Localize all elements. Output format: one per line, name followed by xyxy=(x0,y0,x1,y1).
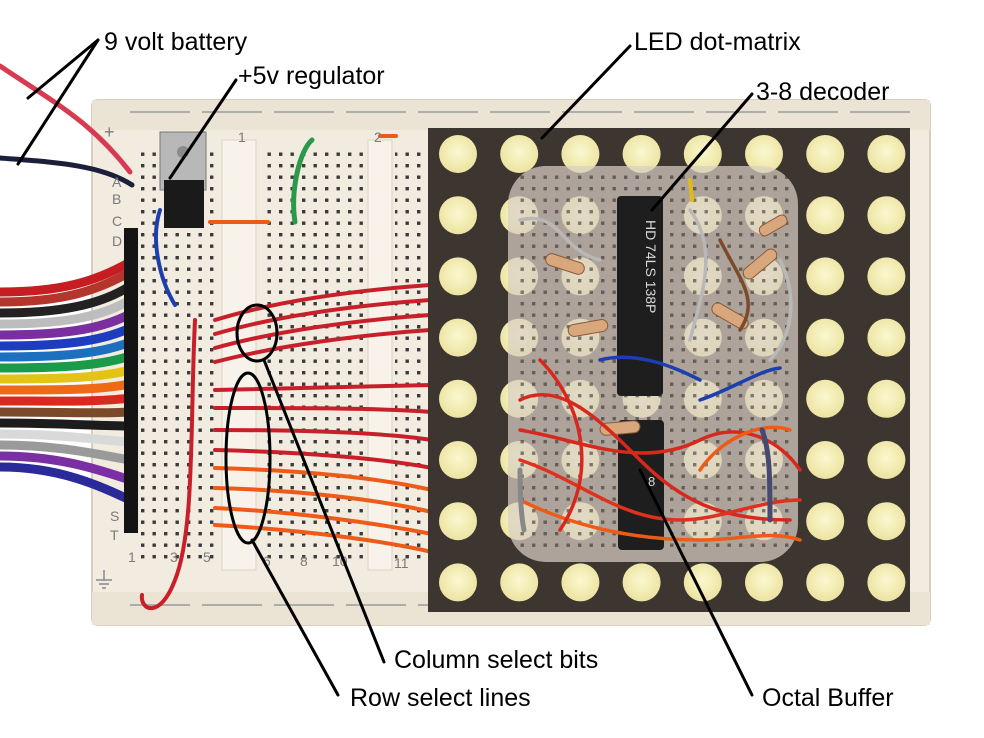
matrix-label: LED dot-matrix xyxy=(634,28,801,56)
row-letter-c: C xyxy=(112,213,122,229)
led-dot xyxy=(439,379,477,418)
annotation-lines xyxy=(16,38,754,697)
led-dot xyxy=(806,502,845,541)
header-pins xyxy=(124,228,138,533)
decoder-leader xyxy=(650,92,754,212)
col-number-bottom-8: 8 xyxy=(300,553,308,569)
led-dot xyxy=(867,196,906,235)
battery-leader-2 xyxy=(16,38,100,166)
led-dot xyxy=(867,257,906,296)
battery-leader-1 xyxy=(26,38,100,100)
matrix-leader xyxy=(540,44,632,140)
col-number-bottom-11: 11 xyxy=(394,555,409,571)
row-letter-b: B xyxy=(112,191,121,207)
octal-buffer-chip: 8 xyxy=(618,420,664,550)
row-letter-s: S xyxy=(110,508,119,524)
row-select-wires xyxy=(213,383,434,554)
regulator-leader xyxy=(168,78,238,180)
led-dot xyxy=(806,196,845,235)
row-letter-a: A xyxy=(112,174,122,190)
jumper-wires xyxy=(139,134,398,611)
led-dot xyxy=(439,441,477,479)
decoder-chip: HD 74LS 138P xyxy=(617,196,663,396)
led-dot xyxy=(500,563,539,602)
led-dot xyxy=(439,135,477,173)
led-dot xyxy=(439,196,477,235)
led-dot xyxy=(561,135,600,173)
led-dot xyxy=(806,135,845,173)
led-dot xyxy=(439,563,477,602)
row-lines-leader xyxy=(250,538,340,697)
led-dot xyxy=(806,257,845,296)
led-dot xyxy=(439,257,477,296)
led-dot xyxy=(867,563,906,602)
col-number-top-1: 1 xyxy=(238,129,246,145)
col-number-bottom-5: 5 xyxy=(203,549,211,565)
column-bits-circle xyxy=(235,303,279,363)
col-number-top-2: 2 xyxy=(374,129,382,145)
battery-label: 9 volt battery xyxy=(104,28,248,56)
voltage-regulator xyxy=(159,131,207,228)
led-dot xyxy=(745,135,783,173)
led-dot xyxy=(683,563,722,602)
ribbon-cable xyxy=(0,257,135,505)
led-dot xyxy=(439,318,477,357)
battery-wires xyxy=(0,63,135,188)
led-dot xyxy=(806,318,845,357)
led-dot xyxy=(439,502,477,541)
led-dot xyxy=(867,441,906,479)
led-dot xyxy=(867,502,906,541)
led-dot xyxy=(622,563,661,602)
col-number-bottom-1: 1 xyxy=(128,549,136,565)
column-bits-label: Column select bits xyxy=(394,646,599,674)
led-dot xyxy=(806,379,845,418)
regulator-label: +5v regulator xyxy=(238,62,385,90)
col-number-bottom-3: 3 xyxy=(170,549,178,565)
octal-buffer-leader xyxy=(638,468,754,697)
led-dot xyxy=(867,135,906,173)
led-dot xyxy=(867,379,906,418)
led-dot xyxy=(500,135,539,173)
circuit-wires xyxy=(517,178,802,542)
led-dot xyxy=(622,135,661,173)
decoder-chip-marking: HD 74LS 138P xyxy=(643,220,659,313)
octal-buffer-label: Octal Buffer xyxy=(762,684,894,712)
led-dot xyxy=(561,563,600,602)
row-lines-label: Row select lines xyxy=(350,684,531,712)
col-number-bottom-6: 6 xyxy=(263,553,271,569)
led-dot xyxy=(867,318,906,357)
row-letter-d: D xyxy=(112,233,122,249)
led-dot xyxy=(745,563,783,602)
resistors xyxy=(545,214,788,436)
decoder-label: 3-8 decoder xyxy=(756,78,890,106)
row-lines-circle xyxy=(224,371,272,545)
column-bits-leader xyxy=(262,358,386,664)
led-dot xyxy=(806,441,845,479)
plus-symbol: + xyxy=(104,122,115,142)
buffer-chip-marking: 8 xyxy=(648,474,655,489)
led-dot xyxy=(806,563,845,602)
ground-icon xyxy=(96,570,112,589)
row-letter-t: T xyxy=(110,527,119,543)
